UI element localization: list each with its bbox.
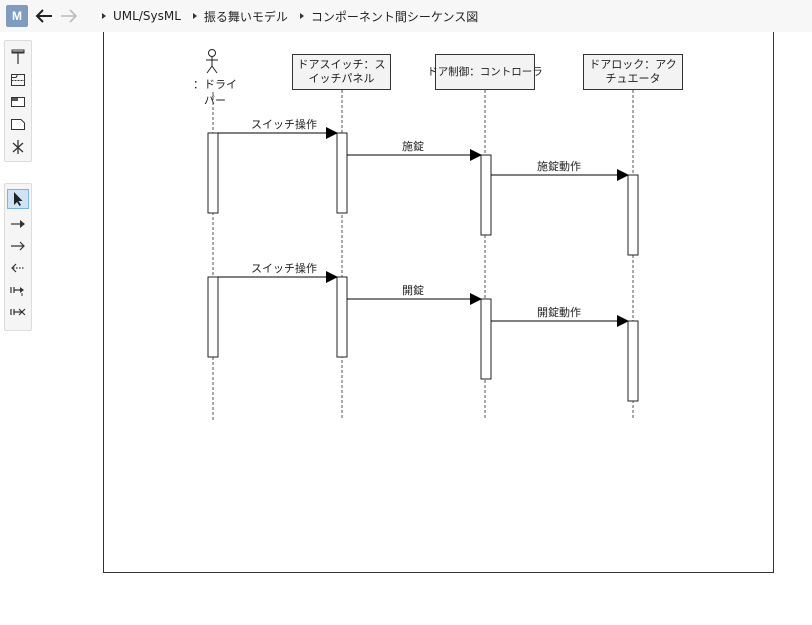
- found-message-tool[interactable]: [7, 280, 29, 300]
- activation-bar[interactable]: [480, 154, 492, 236]
- chevron-right-icon: [102, 13, 106, 19]
- cursor-pointer-icon: [14, 192, 23, 206]
- destroy-icon: [12, 140, 24, 154]
- activation-bar[interactable]: [336, 132, 348, 214]
- lost-message-tool[interactable]: [7, 302, 29, 322]
- relation-toolbox: [4, 183, 32, 331]
- message-label: 開錠動作: [537, 306, 581, 319]
- select-tool[interactable]: [7, 189, 29, 209]
- combined-fragment-tool[interactable]: [7, 70, 29, 90]
- message-label: 施錠: [402, 140, 424, 153]
- note-tool[interactable]: [7, 114, 29, 134]
- lifeline-label: ドア制御：コントローラ: [427, 66, 543, 78]
- lost-message-icon: [10, 308, 26, 316]
- forward-button[interactable]: [58, 5, 80, 27]
- activation-bar[interactable]: [336, 276, 348, 358]
- interaction-use-icon: [11, 97, 25, 107]
- message-label: スイッチ操作: [251, 118, 317, 131]
- async-message-icon: [11, 241, 25, 251]
- activation-bar[interactable]: [207, 276, 219, 358]
- lifeline-driver-label[interactable]: ：ドライバー: [193, 78, 237, 107]
- lifeline-switch-head[interactable]: ドアスイッチ：スイッチパネル: [292, 54, 391, 90]
- app-icon[interactable]: M: [6, 5, 28, 27]
- found-message-icon: [10, 287, 24, 296]
- reply-message-tool[interactable]: [7, 258, 29, 278]
- lifeline-tool[interactable]: [7, 47, 29, 67]
- lifeline-label: ドアロック：アクチュエータ: [589, 58, 677, 85]
- breadcrumb-item[interactable]: コンポーネント間シーケンス図: [294, 8, 478, 25]
- sync-message-tool[interactable]: [7, 214, 29, 234]
- destruction-tool[interactable]: [7, 137, 29, 157]
- lifeline-control-head[interactable]: ドア制御：コントローラ: [427, 54, 543, 90]
- reply-message-icon: [11, 263, 25, 273]
- activation-bar[interactable]: [627, 320, 639, 402]
- lifeline-lock-head[interactable]: ドアロック：アクチュエータ: [583, 54, 683, 90]
- top-bar: M UML/SysML 振る舞いモデル コンポーネント間シーケンス図: [0, 0, 812, 32]
- note-icon: [11, 119, 25, 130]
- message-label: 施錠動作: [537, 160, 581, 173]
- chevron-right-icon: [299, 13, 304, 19]
- chevron-right-icon: [192, 13, 197, 19]
- async-message-tool[interactable]: [7, 236, 29, 256]
- fragment-icon: [11, 74, 25, 86]
- activation-bar[interactable]: [627, 174, 639, 256]
- lifeline-icon: [11, 49, 25, 64]
- activation-bar[interactable]: [207, 132, 219, 214]
- arrow-left-icon: [35, 9, 52, 23]
- breadcrumb: UML/SysML 振る舞いモデル コンポーネント間シーケンス図: [96, 0, 484, 32]
- element-toolbox: [4, 40, 32, 162]
- breadcrumb-item[interactable]: UML/SysML: [96, 9, 181, 23]
- interaction-use-tool[interactable]: [7, 92, 29, 112]
- activation-bar[interactable]: [480, 298, 492, 380]
- message-label: スイッチ操作: [251, 262, 317, 275]
- back-button[interactable]: [33, 5, 55, 27]
- breadcrumb-item[interactable]: 振る舞いモデル: [187, 8, 288, 25]
- actor-icon[interactable]: [206, 49, 218, 74]
- sync-message-icon: [11, 220, 25, 228]
- lifeline-label: ドアスイッチ：スイッチパネル: [297, 58, 386, 85]
- message-label: 開錠: [402, 284, 424, 297]
- arrow-right-icon: [61, 9, 78, 23]
